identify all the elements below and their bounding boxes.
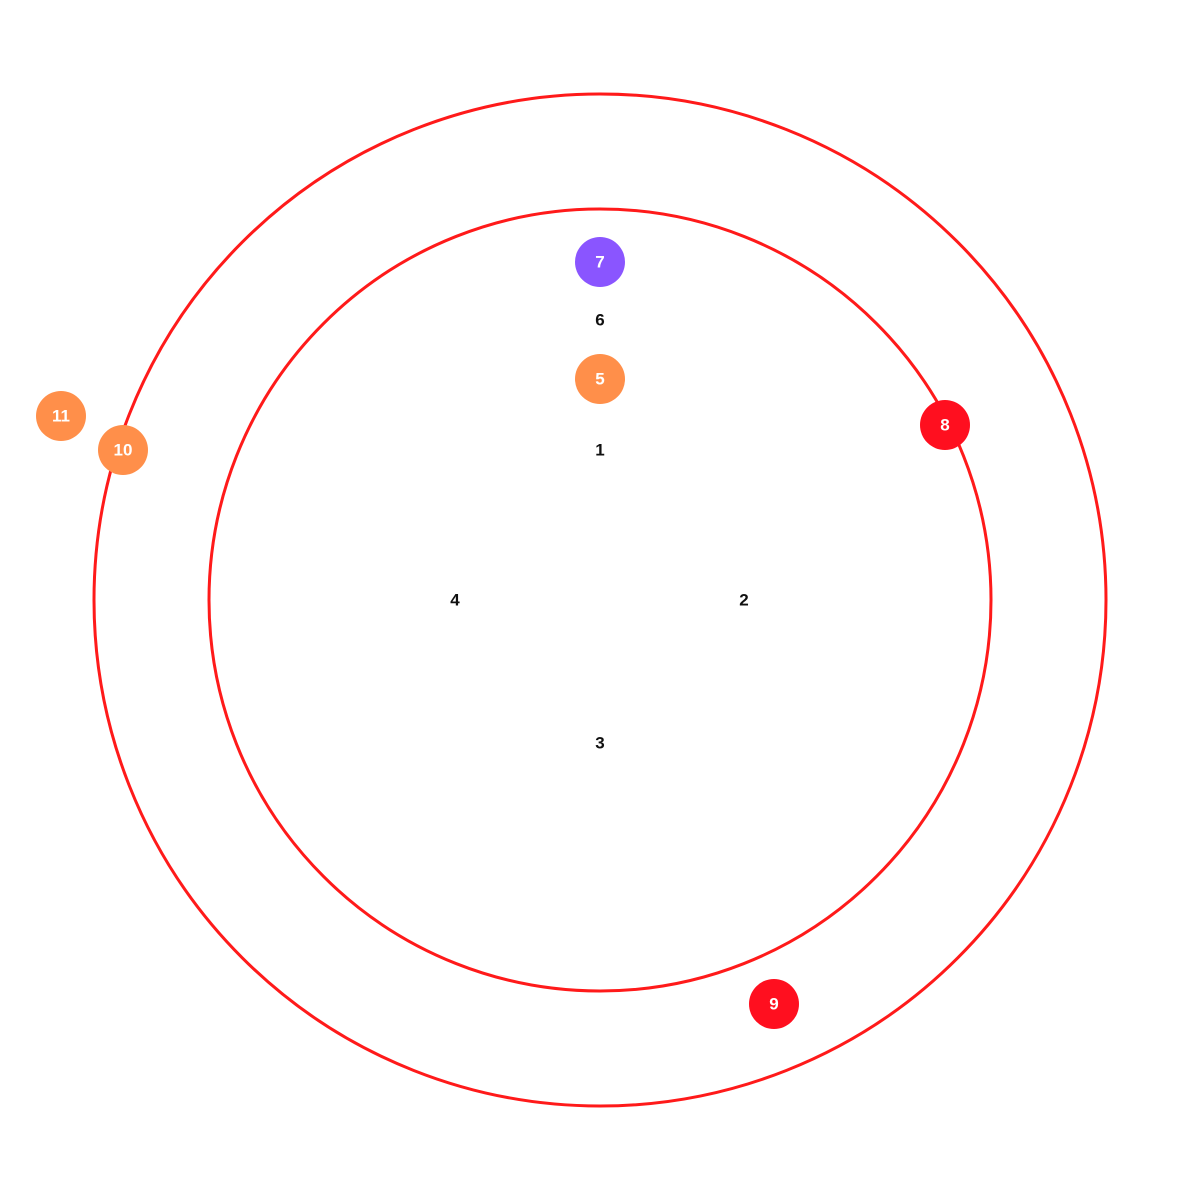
badge-7-label: 7: [595, 253, 604, 272]
label-6: 6: [595, 311, 604, 330]
badge-8[interactable]: 8: [920, 400, 970, 450]
badge-9-label: 9: [769, 995, 778, 1014]
label-2: 2: [739, 591, 748, 610]
badge-11-label: 11: [52, 407, 70, 426]
label-4: 4: [450, 591, 460, 610]
inner-ring: [207, 207, 993, 993]
badge-7-circle: [575, 237, 625, 287]
outer-ring: [92, 92, 1108, 1108]
label-3: 3: [595, 734, 604, 753]
badge-10[interactable]: 10: [98, 425, 148, 475]
badge-10-circle: [98, 425, 148, 475]
badge-10-label: 10: [114, 441, 133, 460]
badge-9-circle: [749, 979, 799, 1029]
badge-9[interactable]: 9: [749, 979, 799, 1029]
badge-5[interactable]: 5: [575, 354, 625, 404]
badge-5-label: 5: [595, 370, 604, 389]
badge-7[interactable]: 7: [575, 237, 625, 287]
badge-11[interactable]: 11: [36, 391, 86, 441]
badge-8-circle: [920, 400, 970, 450]
label-1: 1: [595, 441, 604, 460]
badge-8-label: 8: [940, 416, 949, 435]
badge-5-circle: [575, 354, 625, 404]
badge-11-circle: [36, 391, 86, 441]
